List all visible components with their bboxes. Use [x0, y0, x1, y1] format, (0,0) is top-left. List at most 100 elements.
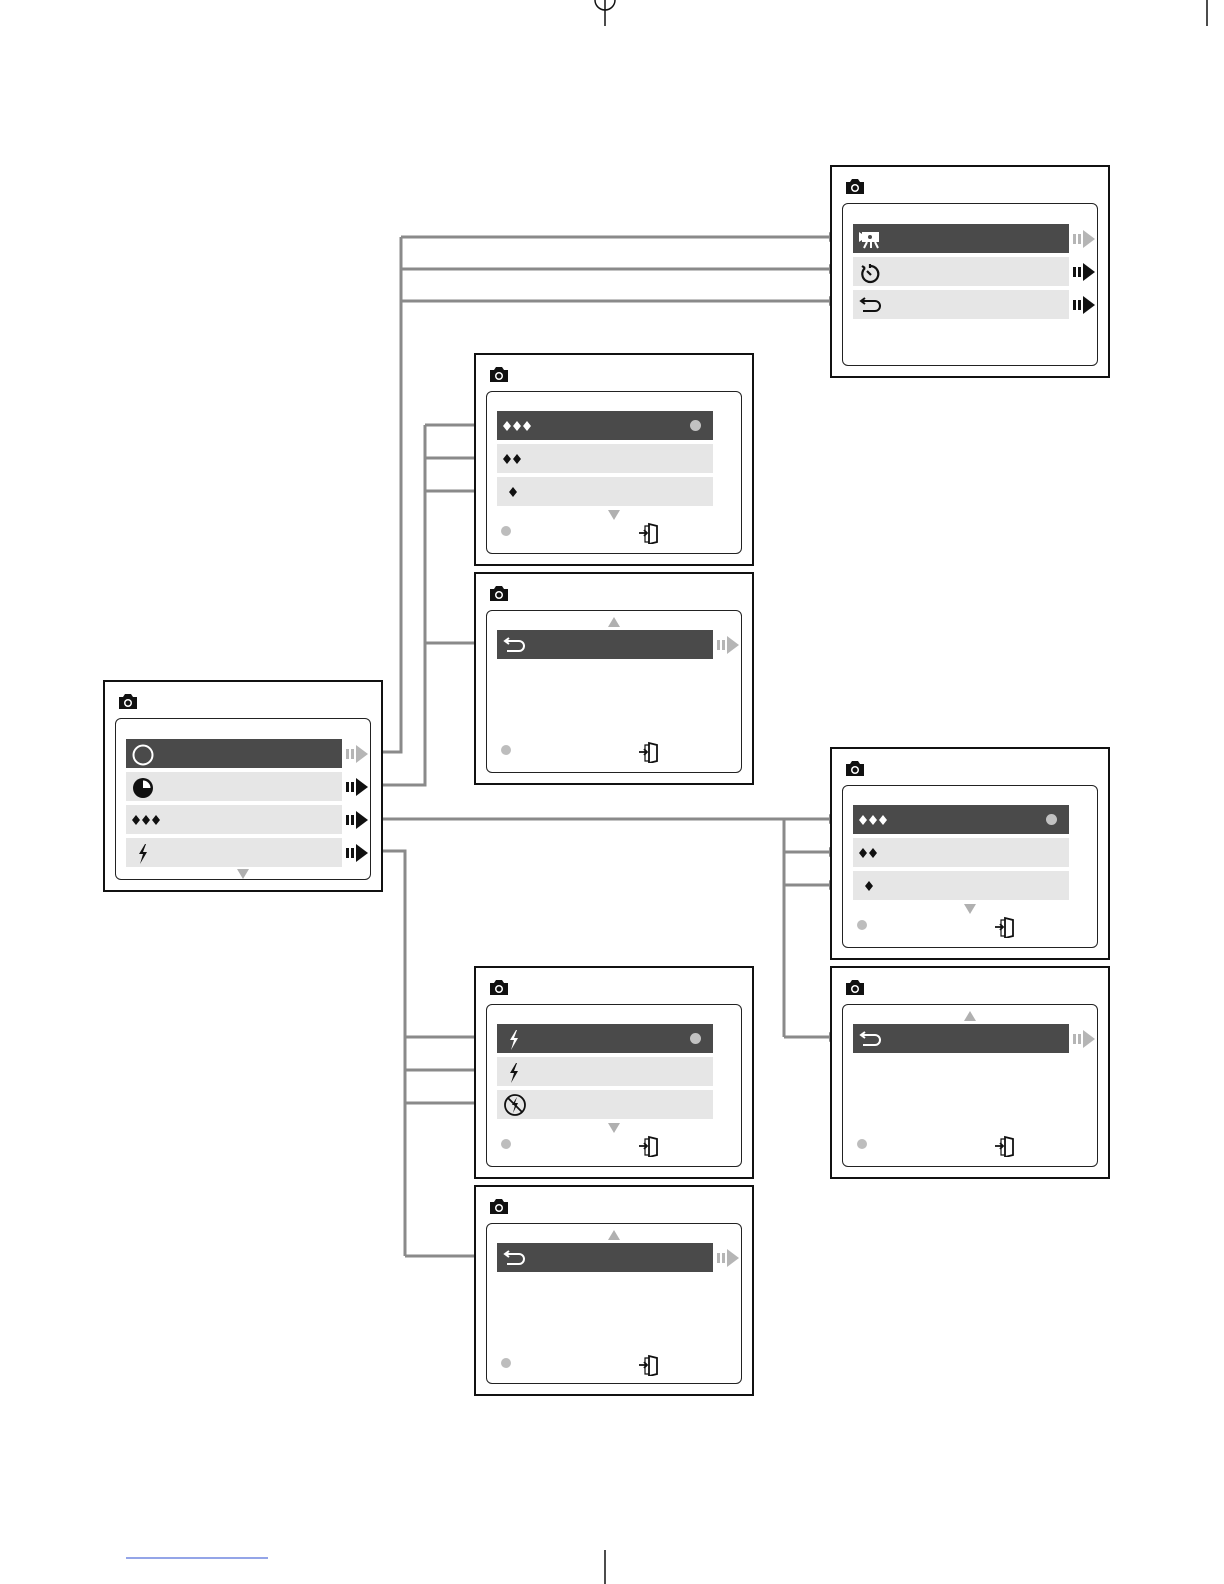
exit-door-icon[interactable] — [639, 522, 661, 544]
camera-icon — [844, 980, 866, 996]
camera-icon — [844, 761, 866, 777]
crop-mark-top — [590, 0, 620, 28]
menu-panel — [842, 203, 1098, 366]
ok-dot-icon — [501, 1358, 511, 1368]
ok-dot-icon — [501, 745, 511, 755]
three-diamonds-icon — [503, 416, 535, 436]
crop-mark-top-right — [1205, 0, 1209, 26]
menu-item-quality[interactable] — [126, 805, 342, 834]
submenu-arrow-icon — [1073, 295, 1097, 315]
scroll-down-icon[interactable] — [237, 869, 249, 879]
ok-dot-icon — [857, 920, 867, 930]
flash-on-icon — [503, 1062, 525, 1084]
one-diamond-icon — [503, 482, 523, 502]
option-flash-off[interactable] — [497, 1090, 713, 1119]
camera-icon — [488, 367, 510, 383]
submenu-arrow-icon — [346, 777, 370, 797]
ok-dot-icon — [501, 1139, 511, 1149]
current-setting-dot-icon — [690, 1033, 701, 1044]
two-diamonds-icon — [859, 843, 881, 863]
mode-menu — [830, 165, 1110, 378]
option-flash-on[interactable] — [497, 1057, 713, 1086]
half-circle-icon — [132, 777, 154, 799]
exit-door-icon[interactable] — [639, 741, 661, 763]
flash-menu-page1 — [474, 966, 754, 1179]
scroll-down-icon[interactable] — [964, 904, 976, 914]
crop-mark-bottom — [603, 1550, 607, 1584]
camera-icon — [488, 586, 510, 602]
back-icon — [859, 295, 883, 315]
submenu-arrow-icon — [1073, 1029, 1097, 1049]
one-diamond-icon — [859, 876, 879, 896]
back-icon — [859, 1029, 883, 1049]
option-one-diamond[interactable] — [497, 477, 713, 506]
submenu-arrow-icon — [346, 744, 370, 764]
scroll-down-icon[interactable] — [608, 1123, 620, 1133]
circle-outline-icon — [132, 744, 154, 766]
camera-icon — [117, 694, 139, 710]
option-two-diamonds[interactable] — [497, 444, 713, 473]
exit-door-icon[interactable] — [995, 1135, 1017, 1157]
submenu-arrow-icon — [1073, 262, 1097, 282]
quality-menu-a-page1 — [474, 353, 754, 566]
camera-icon — [488, 1199, 510, 1215]
exit-door-icon[interactable] — [639, 1354, 661, 1376]
flash-off-icon — [503, 1093, 527, 1117]
movie-camera-icon — [859, 229, 883, 249]
flash-menu-page2 — [474, 1185, 754, 1396]
connector-quality-a-trunk — [383, 425, 425, 785]
self-timer-icon — [859, 262, 883, 284]
submenu-arrow-icon — [717, 1248, 741, 1268]
quality-menu-b-page1 — [830, 747, 1110, 960]
scroll-down-icon[interactable] — [608, 510, 620, 520]
scroll-up-icon[interactable] — [964, 1011, 976, 1021]
quality-menu-a-page2 — [474, 572, 754, 785]
footer-rule — [126, 1556, 268, 1560]
flash-icon — [132, 843, 154, 865]
menu-panel — [486, 1223, 742, 1384]
submenu-arrow-icon — [346, 810, 370, 830]
menu-panel — [842, 1004, 1098, 1167]
connector-mode-trunk — [383, 237, 401, 752]
menu-item-exposure[interactable] — [126, 772, 342, 801]
exit-door-icon[interactable] — [639, 1135, 661, 1157]
ok-dot-icon — [501, 526, 511, 536]
connector-flash-trunk — [383, 851, 405, 1256]
submenu-arrow-icon — [346, 843, 370, 863]
scroll-up-icon[interactable] — [608, 617, 620, 627]
option-back[interactable] — [497, 1243, 713, 1272]
back-icon — [503, 1248, 527, 1268]
menu-item-back[interactable] — [853, 290, 1069, 319]
flash-auto-icon — [503, 1029, 525, 1051]
three-diamonds-icon — [859, 810, 891, 830]
menu-item-movie[interactable] — [853, 224, 1069, 253]
option-three-diamonds[interactable] — [497, 411, 713, 440]
quality-three-diamonds-icon — [132, 810, 164, 830]
current-setting-dot-icon — [690, 420, 701, 431]
current-setting-dot-icon — [1046, 814, 1057, 825]
camera-icon — [844, 179, 866, 195]
menu-panel — [115, 718, 371, 880]
quality-menu-b-page2 — [830, 966, 1110, 1179]
menu-item-self-timer[interactable] — [853, 257, 1069, 286]
camera-icon — [488, 980, 510, 996]
menu-panel — [486, 391, 742, 554]
menu-item-flash[interactable] — [126, 838, 342, 867]
scroll-up-icon[interactable] — [608, 1230, 620, 1240]
main-menu — [103, 680, 383, 892]
exit-door-icon[interactable] — [995, 916, 1017, 938]
menu-panel — [842, 785, 1098, 948]
menu-panel — [486, 1004, 742, 1167]
option-flash-auto[interactable] — [497, 1024, 713, 1053]
two-diamonds-icon — [503, 449, 525, 469]
menu-panel — [486, 610, 742, 773]
menu-item-mode[interactable] — [126, 739, 342, 768]
option-three-diamonds[interactable] — [853, 805, 1069, 834]
submenu-arrow-icon — [1073, 229, 1097, 249]
ok-dot-icon — [857, 1139, 867, 1149]
option-back[interactable] — [853, 1024, 1069, 1053]
option-one-diamond[interactable] — [853, 871, 1069, 900]
option-two-diamonds[interactable] — [853, 838, 1069, 867]
option-back[interactable] — [497, 630, 713, 659]
submenu-arrow-icon — [717, 635, 741, 655]
